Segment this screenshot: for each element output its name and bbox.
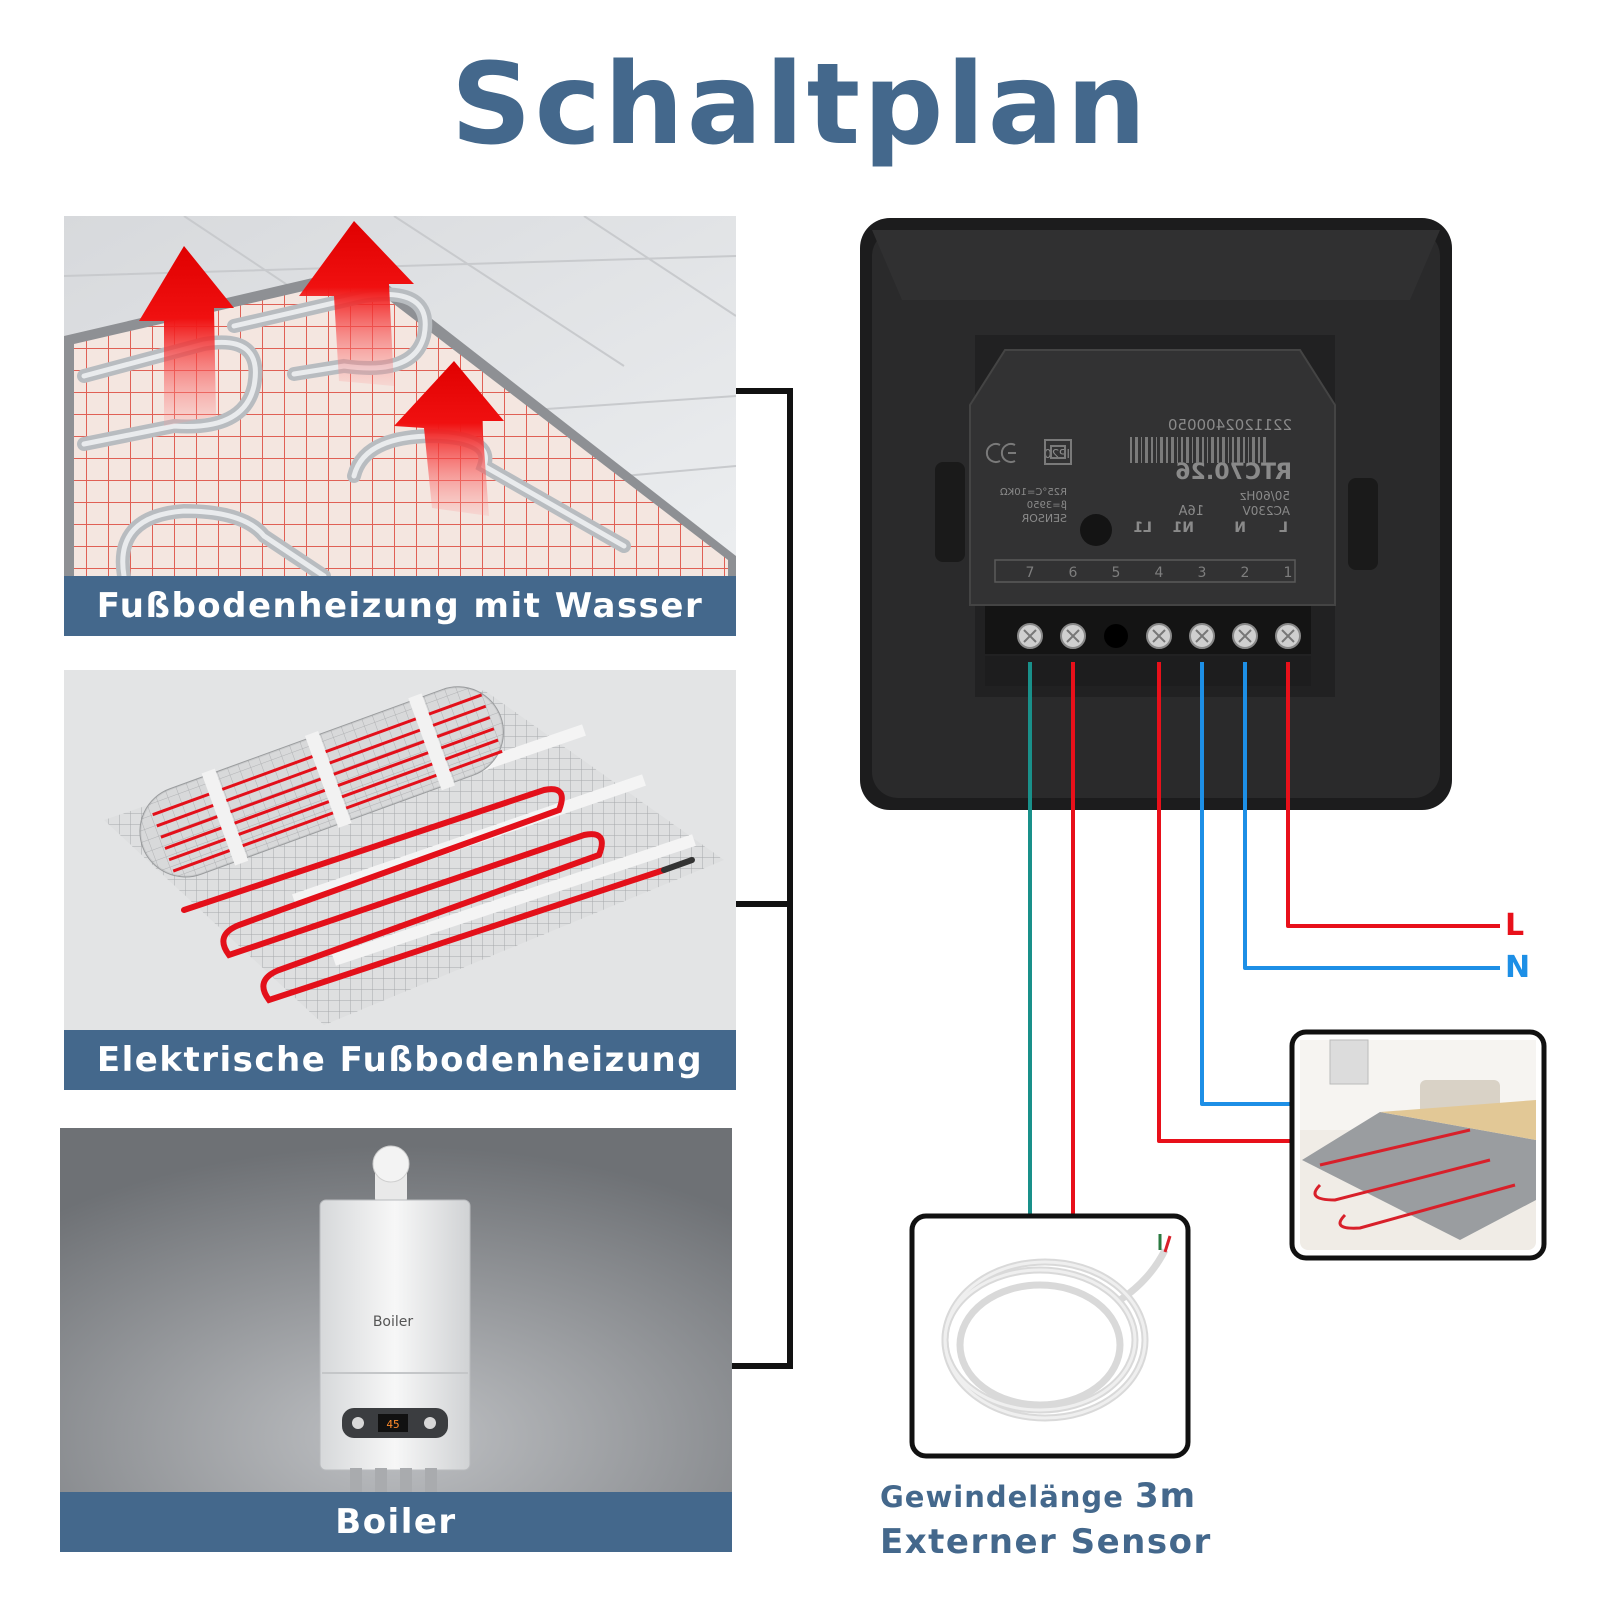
device-serial: 2211202400050 bbox=[1168, 416, 1292, 434]
sensor-length-text: Gewindelänge 3m bbox=[880, 1476, 1220, 1516]
boiler-illustration: Boiler 45 bbox=[60, 1128, 732, 1492]
boiler-display-value: 45 bbox=[386, 1418, 399, 1431]
boiler-device-label: Boiler bbox=[373, 1314, 414, 1330]
device-model: RTC70.26 bbox=[1175, 460, 1292, 485]
barcode-icon bbox=[1130, 437, 1266, 463]
wire-label-n: N bbox=[1505, 950, 1531, 985]
external-sensor-box bbox=[909, 1213, 1191, 1459]
device-current: 16A bbox=[1178, 504, 1204, 519]
device-rating-volt: AC230V bbox=[1242, 504, 1290, 518]
wire-live-l1 bbox=[1157, 662, 1292, 1143]
terminal-label-n: N bbox=[1234, 520, 1246, 536]
device-sensor-spec1: β=3950 bbox=[1027, 500, 1067, 511]
terminal-number-3: 3 bbox=[1198, 565, 1207, 581]
caption-water-floor-heating: Fußbodenheizung mit Wasser bbox=[64, 576, 736, 636]
terminal-label-l1: L1 bbox=[1133, 520, 1152, 536]
device-sensor-spec2: R25°C=10KΩ bbox=[1000, 487, 1067, 498]
wire-label-l: L bbox=[1505, 908, 1525, 943]
water-heating-illustration bbox=[64, 216, 736, 576]
thermostat-device: 2211202400050 RTC70.26 50/60Hz AC230V 16… bbox=[860, 218, 1452, 810]
terminal-number-5: 5 bbox=[1112, 565, 1121, 581]
terminal-number-2: 2 bbox=[1241, 565, 1250, 581]
heat-arrow-icon bbox=[139, 221, 504, 516]
wire-neutral-n1 bbox=[1200, 662, 1292, 1106]
panel-water-floor-heating: Fußbodenheizung mit Wasser bbox=[64, 216, 736, 636]
device-rating-freq: 50/60Hz bbox=[1240, 489, 1290, 503]
caption-boiler: Boiler bbox=[60, 1492, 732, 1552]
panel-electric-floor-heating: Elektrische Fußbodenheizung bbox=[64, 670, 736, 1090]
terminal-screws bbox=[1017, 623, 1301, 649]
load-floor-heating-box bbox=[1289, 1029, 1547, 1261]
terminal-number-4: 4 bbox=[1155, 565, 1164, 581]
terminal-number-7: 7 bbox=[1026, 565, 1035, 581]
wire-live-l bbox=[1286, 662, 1500, 928]
page-title: Schaltplan bbox=[450, 40, 1150, 170]
sensor-label: Externer Sensor bbox=[880, 1522, 1212, 1562]
caption-electric-floor-heating: Elektrische Fußbodenheizung bbox=[64, 1030, 736, 1090]
sensor-length-prefix: Gewindelänge bbox=[880, 1480, 1135, 1514]
device-sensor-text: SENSOR bbox=[1021, 512, 1067, 525]
terminal-number-6: 6 bbox=[1069, 565, 1078, 581]
electric-heating-illustration bbox=[64, 670, 736, 1030]
terminal-label-n1: N1 bbox=[1173, 520, 1194, 536]
application-bracket bbox=[732, 388, 793, 1369]
terminal-number-1: 1 bbox=[1284, 565, 1293, 581]
panel-boiler: Boiler 45 Boiler bbox=[60, 1128, 732, 1552]
terminal-label-l: L bbox=[1279, 520, 1288, 536]
sensor-length-value: 3m bbox=[1134, 1476, 1197, 1516]
wire-neutral-n bbox=[1243, 662, 1500, 970]
